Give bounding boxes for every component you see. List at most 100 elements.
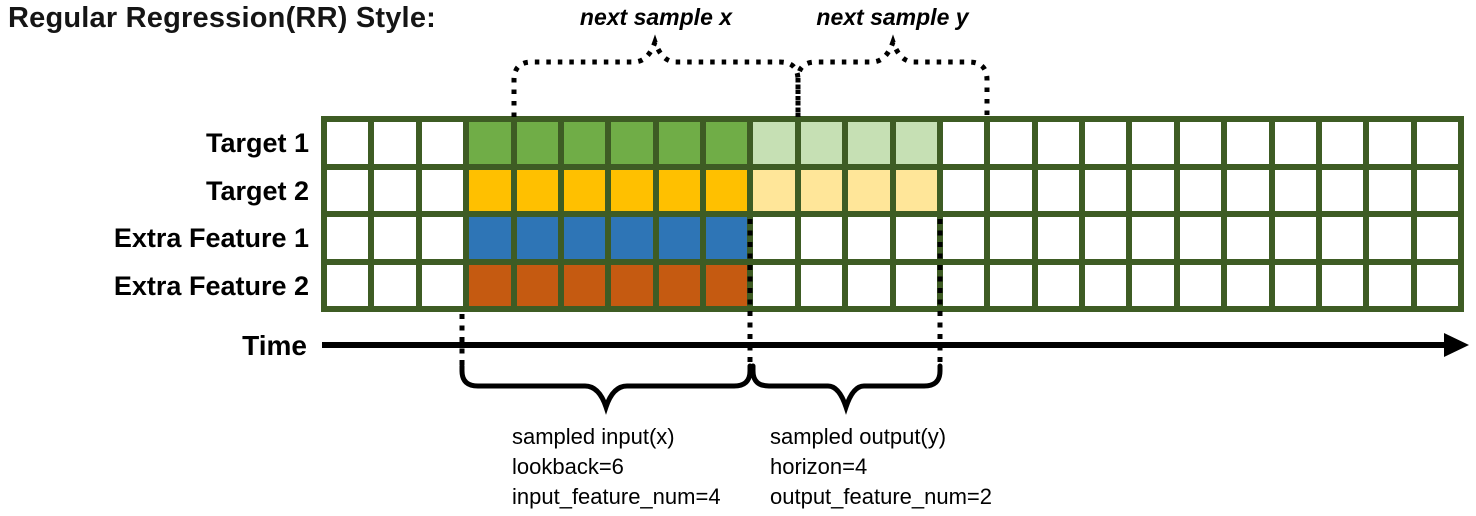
grid-cell xyxy=(421,217,464,259)
next-sample-x-label: next sample x xyxy=(579,4,733,30)
grid-cell xyxy=(563,122,606,164)
grid-cell xyxy=(563,217,606,259)
grid-cell xyxy=(1179,169,1222,211)
grid-cell xyxy=(611,264,653,306)
grid-cell xyxy=(753,169,795,211)
grid-cell xyxy=(800,217,843,259)
sampled-output-brace xyxy=(750,363,943,415)
grid-cell xyxy=(895,217,937,259)
grid-cell xyxy=(1369,217,1411,259)
grid-cell xyxy=(1179,264,1222,306)
grid-cell xyxy=(374,122,416,164)
grid-cell xyxy=(374,217,416,259)
row-label: Extra Feature 2 xyxy=(113,270,309,301)
grid-cell xyxy=(942,169,985,211)
grid-cell xyxy=(1227,169,1269,211)
grid-cell xyxy=(1132,169,1174,211)
grid-cell xyxy=(1274,264,1316,306)
grid-cell xyxy=(1227,264,1269,306)
grid-cell xyxy=(1132,122,1174,164)
page-title: Regular Regression(RR) Style: xyxy=(8,2,436,34)
grid-cell xyxy=(753,264,795,306)
grid-cell xyxy=(563,169,606,211)
grid-cell xyxy=(327,122,369,164)
next-sample-x-brace xyxy=(511,34,801,117)
grid-cell xyxy=(1227,122,1269,164)
grid-cell xyxy=(1274,169,1316,211)
grid-cell xyxy=(800,122,843,164)
grid-cell xyxy=(516,264,558,306)
grid-cell xyxy=(1369,122,1411,164)
grid-cell xyxy=(374,169,416,211)
grid-cell xyxy=(516,217,558,259)
time-axis-arrowhead xyxy=(1444,333,1469,357)
next-sample-y-label: next sample y xyxy=(816,4,969,30)
grid-cell xyxy=(1085,217,1127,259)
grid-cell xyxy=(895,264,937,306)
grid-cell xyxy=(1085,122,1127,164)
grid-cell xyxy=(611,122,653,164)
grid-cell xyxy=(990,122,1032,164)
grid-cell xyxy=(1274,217,1316,259)
grid-cell xyxy=(848,217,890,259)
grid-cell xyxy=(800,169,843,211)
next-sample-y-brace xyxy=(795,34,990,117)
grid-cell xyxy=(1416,122,1458,164)
grid-cell xyxy=(516,122,558,164)
grid-cell xyxy=(848,122,890,164)
grid-cell xyxy=(327,264,369,306)
grid-cell xyxy=(611,169,653,211)
grid-cell xyxy=(1085,169,1127,211)
row-label: Extra Feature 1 xyxy=(113,223,309,253)
grid-cell xyxy=(421,122,464,164)
grid-cell xyxy=(753,217,795,259)
grid-cell xyxy=(1416,264,1458,306)
lookback-value: lookback=6 xyxy=(512,454,624,479)
grid-cell xyxy=(848,169,890,211)
grid-cell xyxy=(1321,169,1364,211)
grid-cell xyxy=(1037,122,1079,164)
input-feature-num-value: input_feature_num=4 xyxy=(512,484,721,509)
grid-cell xyxy=(990,264,1032,306)
grid-cell xyxy=(848,264,890,306)
row-label: Target 2 xyxy=(205,175,309,206)
grid-cell xyxy=(1416,169,1458,211)
grid-cell xyxy=(1369,264,1411,306)
grid-cell xyxy=(327,169,369,211)
grid-cell xyxy=(516,169,558,211)
grid-cell xyxy=(658,264,700,306)
grid-cell xyxy=(895,169,937,211)
grid-cell xyxy=(658,169,700,211)
grid-cell xyxy=(563,264,606,306)
grid-cell xyxy=(658,122,700,164)
grid-cell xyxy=(611,217,653,259)
grid-cell xyxy=(990,217,1032,259)
grid-cell xyxy=(469,122,511,164)
grid-cell xyxy=(1227,217,1269,259)
grid-cell xyxy=(800,264,843,306)
grid-cell xyxy=(753,122,795,164)
grid-cell xyxy=(1321,122,1364,164)
grid-cell xyxy=(1132,217,1174,259)
grid-cell xyxy=(1416,217,1458,259)
grid-cell xyxy=(706,122,748,164)
output-feature-num-value: output_feature_num=2 xyxy=(770,484,993,509)
sampled-input-brace xyxy=(459,363,753,415)
grid-cell xyxy=(1321,264,1364,306)
grid-cell xyxy=(1037,169,1079,211)
grid-cell xyxy=(469,264,511,306)
grid-cell xyxy=(706,264,748,306)
time-label: Time xyxy=(242,330,307,361)
grid-cell xyxy=(421,169,464,211)
grid-cell xyxy=(942,217,985,259)
grid-cell xyxy=(706,217,748,259)
sampled-input-annotation: sampled input(x) lookback=6 input_featur… xyxy=(512,422,721,512)
grid-cell xyxy=(374,264,416,306)
grid-cell xyxy=(469,169,511,211)
grid-cell xyxy=(327,217,369,259)
grid-cell xyxy=(1274,122,1316,164)
grid-cell xyxy=(1132,264,1174,306)
grid-cell xyxy=(1369,169,1411,211)
grid-cell xyxy=(990,169,1032,211)
sampled-output-annotation: sampled output(y) horizon=4 output_featu… xyxy=(770,422,992,512)
